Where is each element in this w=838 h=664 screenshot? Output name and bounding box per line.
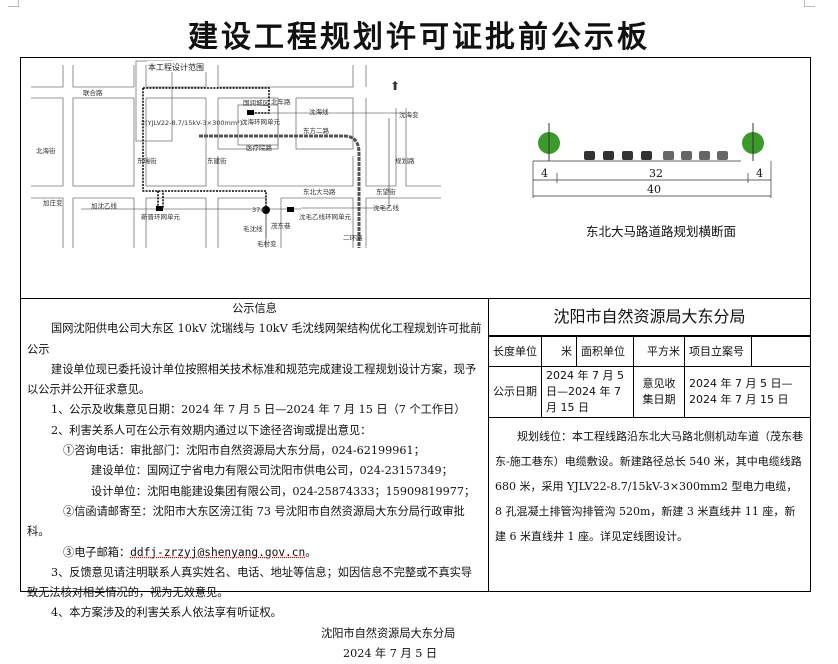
ring-unit-icon xyxy=(287,207,294,212)
info-table: 长度单位 米 面积单位 平方米 项目立案号 公示日期 2024 年 7 月 5 … xyxy=(489,336,810,418)
project-description: 规划线位：本工程线路沿东北大马路北侧机动车道（茂东巷东-施工巷东）电缆敷设。新建… xyxy=(489,418,810,549)
notice-heading: 公示信息 xyxy=(21,299,488,319)
svg-text:沈海变: 沈海变 xyxy=(399,110,419,119)
svg-text:加沈乙线: 加沈乙线 xyxy=(91,201,118,210)
svg-text:沈海线: 沈海线 xyxy=(309,107,329,116)
email-end: 。 xyxy=(305,546,316,559)
email-link[interactable]: ddfj-zrzyj@shenyang.gov.cn xyxy=(130,546,305,559)
power-lines xyxy=(81,113,406,238)
road-cross-section: 4 32 4 40 xyxy=(501,108,781,208)
map-labels: 本工程设计范围 联合路 2(YJLV22-8.7/15kV-3×300mm²) … xyxy=(36,62,419,248)
svg-text:联合路: 联合路 xyxy=(83,88,103,97)
collect-date-label: 意见收集日期 xyxy=(634,367,685,418)
signature: 沈阳市自然资源局大东分局 xyxy=(21,624,488,644)
ring-unit-icon xyxy=(156,206,163,211)
svg-text:东北大马路: 东北大马路 xyxy=(303,187,336,196)
item-4: 4、本方案涉及的利害关系人依法享有听证权。 xyxy=(21,603,488,623)
car-icons xyxy=(584,151,728,160)
item-2: 2、利害关系人可在公示有效期内通过以下途径咨询或提出意见： xyxy=(21,421,488,441)
mail-address: ②信函请邮寄至：沈阳市大东区滂江街 73 号沈阳市自然资源局大东分局行政审批科。 xyxy=(21,502,488,543)
notice-info: 公示信息 国网沈阳供电公司大东区 10kV 沈瑞线与 10kV 毛沈线网架结构优… xyxy=(21,299,489,591)
length-unit: 米 xyxy=(542,337,577,367)
area-unit: 平方米 xyxy=(634,337,685,367)
svg-text:茂东巷: 茂东巷 xyxy=(271,221,291,230)
svg-text:32: 32 xyxy=(649,167,663,180)
svg-text:新晋环网单元: 新晋环网单元 xyxy=(141,212,181,221)
project-no xyxy=(752,337,811,367)
svg-text:沈毛乙线环网单元: 沈毛乙线环网单元 xyxy=(299,212,352,221)
phone-approval: ①咨询电话：审批部门：沈阳市自然资源局大东分局，024-62199961； xyxy=(21,441,488,461)
svg-text:规划路: 规划路 xyxy=(395,156,415,165)
publish-date: 2024 年 7 月 5 日—2024 年 7 月 15 日 xyxy=(542,367,634,418)
svg-text:加庄变: 加庄变 xyxy=(43,198,63,207)
ring-unit-icon xyxy=(247,110,254,115)
svg-text:毛村变: 毛村变 xyxy=(257,239,277,248)
scope-label: 本工程设计范围 xyxy=(148,62,204,72)
svg-text:毛沈线: 毛沈线 xyxy=(243,224,263,233)
svg-text:北车路: 北车路 xyxy=(271,97,291,106)
notice-date: 2024 年 7 月 5 日 xyxy=(21,644,488,664)
svg-text:北海街: 北海街 xyxy=(36,146,56,155)
svg-text:医疗院路: 医疗院路 xyxy=(246,143,273,152)
page-corner-mark xyxy=(804,0,815,7)
phone-designer: 设计单位：沈阳电能建设集团有限公司，024-25874333；159098199… xyxy=(21,482,488,502)
svg-text:东望街: 东望街 xyxy=(376,187,396,196)
panel-title: 沈阳市自然资源局大东分局 xyxy=(489,299,810,336)
svg-text:4: 4 xyxy=(541,167,548,180)
svg-text:东建街: 东建街 xyxy=(207,156,227,165)
svg-text:2(YJLV22-8.7/15kV-3×300mm²): 2(YJLV22-8.7/15kV-3×300mm²) xyxy=(141,119,242,127)
collect-date: 2024 年 7 月 5 日—2024 年 7 月 15 日 xyxy=(685,367,811,418)
svg-text:40: 40 xyxy=(647,183,661,196)
item-1: 1、公示及收集意见日期：2024 年 7 月 5 日—2024 年 7 月 15… xyxy=(21,400,488,420)
svg-text:4: 4 xyxy=(756,167,763,180)
route-map: ⬆ 本工程设计范围 联合路 2(YJLV22-8.7/15kV-3×300mm²… xyxy=(21,58,810,298)
project-no-label: 项目立案号 xyxy=(685,337,752,367)
page-corner-mark xyxy=(8,0,19,7)
svg-text:沈海环网单元: 沈海环网单元 xyxy=(241,117,281,126)
page-title: 建设工程规划许可证批前公示板 xyxy=(0,12,838,56)
svg-text:沈毛乙线: 沈毛乙线 xyxy=(373,203,400,212)
phone-builder: 建设单位：国网辽宁省电力有限公司沈阳市供电公司，024-23157349； xyxy=(21,461,488,481)
info-panel: 沈阳市自然资源局大东分局 长度单位 米 面积单位 平方米 项目立案号 公示日期 … xyxy=(489,299,810,591)
north-arrow-icon: ⬆ xyxy=(390,79,400,93)
svg-text:东方二路: 东方二路 xyxy=(303,126,330,135)
svg-text:国润城区: 国润城区 xyxy=(243,98,270,107)
cross-section-caption: 东北大马路道路规划横断面 xyxy=(586,221,736,240)
notice-board: ⬆ 本工程设计范围 联合路 2(YJLV22-8.7/15kV-3×300mm²… xyxy=(20,57,811,592)
svg-text:东瑞街: 东瑞街 xyxy=(137,156,157,165)
svg-text:37#: 37# xyxy=(252,206,266,214)
intro: 建设单位现已委托设计单位按照相关技术标准和规范完成建设工程规划设计方案，现予以公… xyxy=(21,360,488,401)
item-3: 3、反馈意见请注明联系人真实姓名、电话、地址等信息；如因信息不完整或不真实导致无… xyxy=(21,563,488,604)
email-label: ③电子邮箱： xyxy=(63,546,130,559)
publish-date-label: 公示日期 xyxy=(489,367,542,418)
area-unit-label: 面积单位 xyxy=(577,337,634,367)
length-unit-label: 长度单位 xyxy=(489,337,542,367)
svg-text:二环路: 二环路 xyxy=(343,233,363,242)
email-line: ③电子邮箱：ddfj-zrzyj@shenyang.gov.cn。 xyxy=(21,543,488,563)
project-name: 国网沈阳供电公司大东区 10kV 沈瑞线与 10kV 毛沈线网架结构优化工程规划… xyxy=(21,319,488,360)
